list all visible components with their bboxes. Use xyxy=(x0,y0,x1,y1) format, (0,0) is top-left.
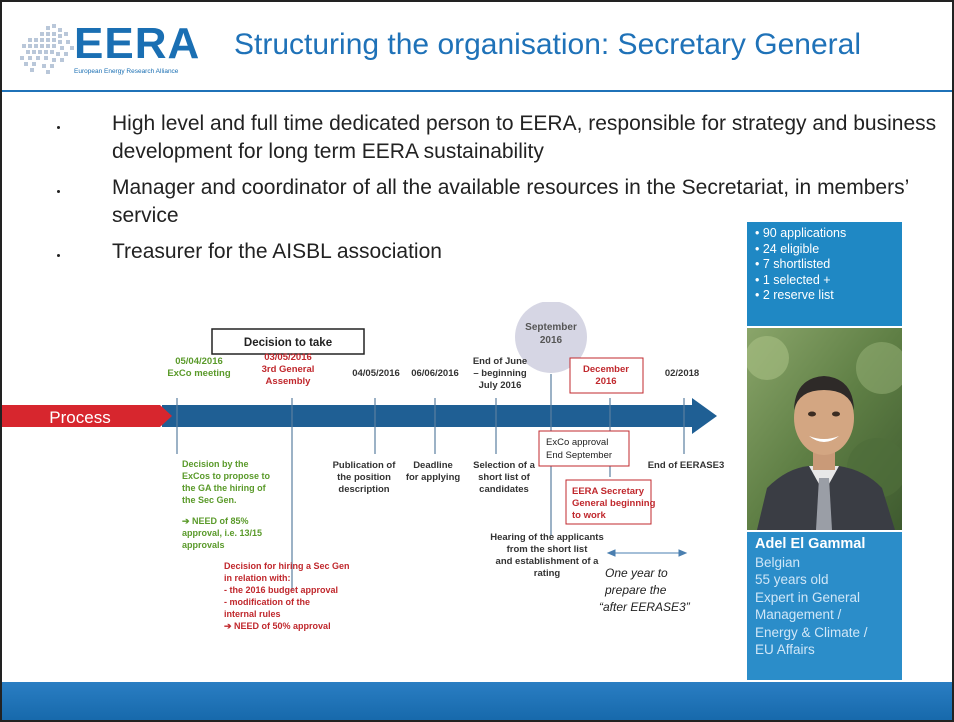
bullet-item: Manager and coordinator of all the avail… xyxy=(57,174,947,230)
profile-name: Adel El Gammal xyxy=(755,536,866,552)
milestone-label: 03/05/2016 xyxy=(264,352,312,363)
stat-line: • 1 selected + xyxy=(755,272,831,287)
secgen-beginning-box xyxy=(565,479,652,525)
exco-decision-text: Decision by the xyxy=(182,459,249,469)
footer-band xyxy=(2,682,952,720)
one-year-arrow xyxy=(606,549,688,557)
exco-approval-text: ExCo approval xyxy=(546,437,608,448)
hearing-text: rating xyxy=(534,568,561,579)
milestone-label: – beginning xyxy=(473,368,527,379)
hearing-text: and establishment of a xyxy=(496,556,600,567)
profile-line: Energy & Climate / xyxy=(755,624,868,640)
one-year-text: prepare the xyxy=(604,583,667,597)
milestone-label: July 2016 xyxy=(479,380,522,391)
milestone-label: End of June xyxy=(473,356,527,367)
milestone-label: ExCo meeting xyxy=(167,368,231,379)
eera-logo: EERA European Energy Research Alliance xyxy=(16,20,199,82)
need85-text: approval, i.e. 13/15 xyxy=(182,528,262,538)
ga-decision-text: - modification of the xyxy=(224,597,310,607)
milestone-label: 02/2018 xyxy=(665,368,699,379)
milestone-label: December xyxy=(583,364,629,375)
deadline-text: Deadline xyxy=(413,460,453,471)
september-label: September xyxy=(525,322,577,333)
timeline-arrow-head xyxy=(692,398,717,434)
stat-line: • 24 eligible xyxy=(755,241,820,256)
end-eerase3-text: End of EERASE3 xyxy=(648,460,725,471)
slide-title: Structuring the organisation: Secretary … xyxy=(234,28,861,61)
milestone-label: 2016 xyxy=(595,376,616,387)
december-box xyxy=(569,357,644,394)
milestone-label: 04/05/2016 xyxy=(352,368,400,379)
process-timeline: Decision to take September 2016 Process … xyxy=(2,302,725,631)
selection-text: short list of xyxy=(478,472,531,483)
applications-stats-box: • 90 applications • 24 eligible • 7 shor… xyxy=(747,222,902,326)
bullet-text: Manager and coordinator of all the avail… xyxy=(112,176,909,227)
bullet-dot xyxy=(57,190,60,193)
selection-text: candidates xyxy=(479,484,529,495)
stat-line: • 7 shortlisted xyxy=(755,257,831,271)
decision-to-take-box xyxy=(211,328,365,355)
stat-line: • 2 reserve list xyxy=(755,288,834,302)
logo-wordmark: EERA xyxy=(74,19,201,68)
ga-decision-text: internal rules xyxy=(224,609,281,619)
exco-approval-text: End September xyxy=(546,450,612,461)
ga-decision-text: Decision for hiring a Sec Gen xyxy=(224,561,350,571)
profile-line: 55 years old xyxy=(755,572,829,587)
milestone-label: Assembly xyxy=(266,376,312,387)
bullet-text: High level and full time dedicated perso… xyxy=(112,112,937,163)
logo-subtitle: European Energy Research Alliance xyxy=(74,68,179,75)
one-year-text: “after EERASE3” xyxy=(599,600,691,614)
process-label: Process xyxy=(49,408,110,427)
bullet-list: High level and full time dedicated perso… xyxy=(57,110,947,274)
title-divider xyxy=(2,90,952,92)
ga-decision-text: ➔ NEED of 50% approval xyxy=(224,621,331,631)
profile-line: Expert in General xyxy=(755,589,861,605)
hearing-text: from the short list xyxy=(507,544,589,555)
decision-to-take-label: Decision to take xyxy=(244,337,332,349)
publication-text: the position xyxy=(337,472,391,483)
portrait-photo xyxy=(747,328,902,530)
ga-decision-text: - the 2016 budget approval xyxy=(224,585,338,595)
hearing-text: Hearing of the applicants xyxy=(490,532,604,543)
need85-text: ➔ NEED of 85% xyxy=(182,516,249,526)
exco-decision-text: the GA the hiring of xyxy=(182,483,267,493)
selection-text: Selection of a xyxy=(473,460,535,471)
milestone-label: 06/06/2016 xyxy=(411,368,459,379)
bullet-dot xyxy=(57,254,60,257)
bullet-text: Treasurer for the AISBL association xyxy=(112,240,442,263)
bullet-item: Treasurer for the AISBL association xyxy=(57,238,947,266)
profile-box: Adel El Gammal Belgian 55 years old Expe… xyxy=(747,532,902,680)
exco-approval-box xyxy=(538,430,630,467)
secgen-text: EERA Secretary xyxy=(572,486,645,497)
one-year-text: One year to xyxy=(605,566,668,580)
secgen-text: to work xyxy=(572,510,606,521)
europe-map-icon xyxy=(20,24,74,74)
exco-decision-text: ExCos to propose to xyxy=(182,471,271,481)
exco-decision-text: the Sec Gen. xyxy=(182,495,237,505)
publication-text: description xyxy=(338,484,389,495)
deadline-text: for applying xyxy=(406,472,461,483)
timeline-arrow-shaft xyxy=(162,405,692,427)
bullet-item: High level and full time dedicated perso… xyxy=(57,110,947,166)
september-bubble xyxy=(515,302,587,373)
secgen-text: General beginning xyxy=(572,498,656,509)
stat-line: • 90 applications xyxy=(755,226,847,240)
bullet-dot xyxy=(57,126,60,129)
need85-text: approvals xyxy=(182,540,225,550)
milestone-label: 05/04/2016 xyxy=(175,356,223,367)
profile-line: Management / xyxy=(755,607,842,622)
profile-line: Belgian xyxy=(755,554,801,570)
milestone-label: 3rd General xyxy=(262,364,315,375)
september-year: 2016 xyxy=(540,335,563,346)
publication-text: Publication of xyxy=(333,460,397,471)
process-arrow xyxy=(2,405,172,427)
ga-decision-text: in relation with: xyxy=(224,573,291,583)
profile-line: EU Affairs xyxy=(755,642,815,657)
